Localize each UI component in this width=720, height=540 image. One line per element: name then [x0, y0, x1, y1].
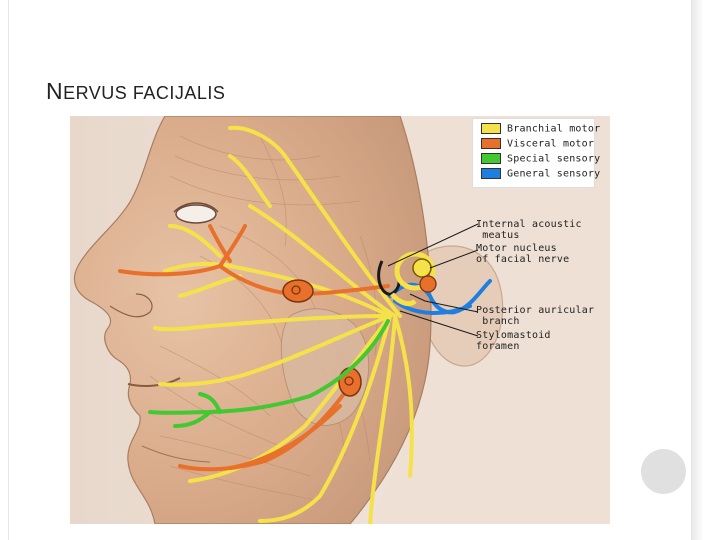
- eye: [175, 204, 217, 224]
- nerve-root: [390, 292, 417, 307]
- legend-label-special: Special sensory: [507, 153, 601, 165]
- slide-title-initial: N: [46, 78, 64, 104]
- slide-nav-circle[interactable]: [641, 449, 686, 494]
- nucleus-orange: [419, 275, 437, 293]
- label-posterior-auricular-branch: Posterior auricular branch: [476, 305, 595, 327]
- motor-nucleus: [412, 258, 432, 278]
- submandibular-ganglion: [338, 367, 362, 397]
- pterygopalatine-ganglion: [282, 279, 314, 303]
- ganglion-dot: [344, 376, 354, 386]
- legend-label-branchial: Branchial motor: [507, 123, 601, 135]
- slide-frame: [8, 0, 692, 540]
- nostril: [109, 293, 153, 318]
- slide-title: NERVUS FACIJALIS: [46, 78, 225, 105]
- legend-label-general: General sensory: [507, 168, 601, 180]
- ganglion-dot: [291, 285, 301, 295]
- geniculate-ganglion: [394, 251, 436, 291]
- legend-item-special: Special sensory: [481, 153, 600, 167]
- slide-title-rest: ERVUS FACIJALIS: [63, 83, 226, 103]
- face-silhouette: [73, 116, 432, 524]
- legend-item-general: General sensory: [481, 168, 600, 182]
- legend-swatch-branchial: [481, 123, 501, 134]
- legend-swatch-general: [481, 168, 501, 179]
- label-stylomastoid-foramen: Stylomastoid foramen: [476, 330, 551, 352]
- facial-nerve-illustration: [70, 116, 610, 524]
- legend-swatch-visceral: [481, 138, 501, 149]
- eyelid: [173, 202, 219, 213]
- visceral-motor-branches: [118, 224, 390, 472]
- legend-item-visceral: Visceral motor: [481, 138, 594, 152]
- label-leader-lines: [387, 223, 479, 337]
- facial-nerve-loop: [377, 260, 401, 296]
- legend: Branchial motor Visceral motor Special s…: [472, 118, 600, 188]
- label-internal-acoustic-meatus: Internal acoustic meatus: [476, 219, 582, 241]
- chin-line: [141, 445, 211, 463]
- ear-region: [419, 245, 504, 367]
- legend-label-visceral: Visceral motor: [507, 138, 595, 150]
- legend-item-branchial: Branchial motor: [481, 123, 600, 137]
- legend-swatch-special: [481, 153, 501, 164]
- special-sensory-branches: [148, 319, 390, 428]
- slide-shadow: [692, 0, 704, 540]
- branchial-motor-branches: [153, 125, 414, 524]
- lips: [127, 377, 181, 387]
- label-motor-nucleus: Motor nucleus of facial nerve: [476, 243, 570, 265]
